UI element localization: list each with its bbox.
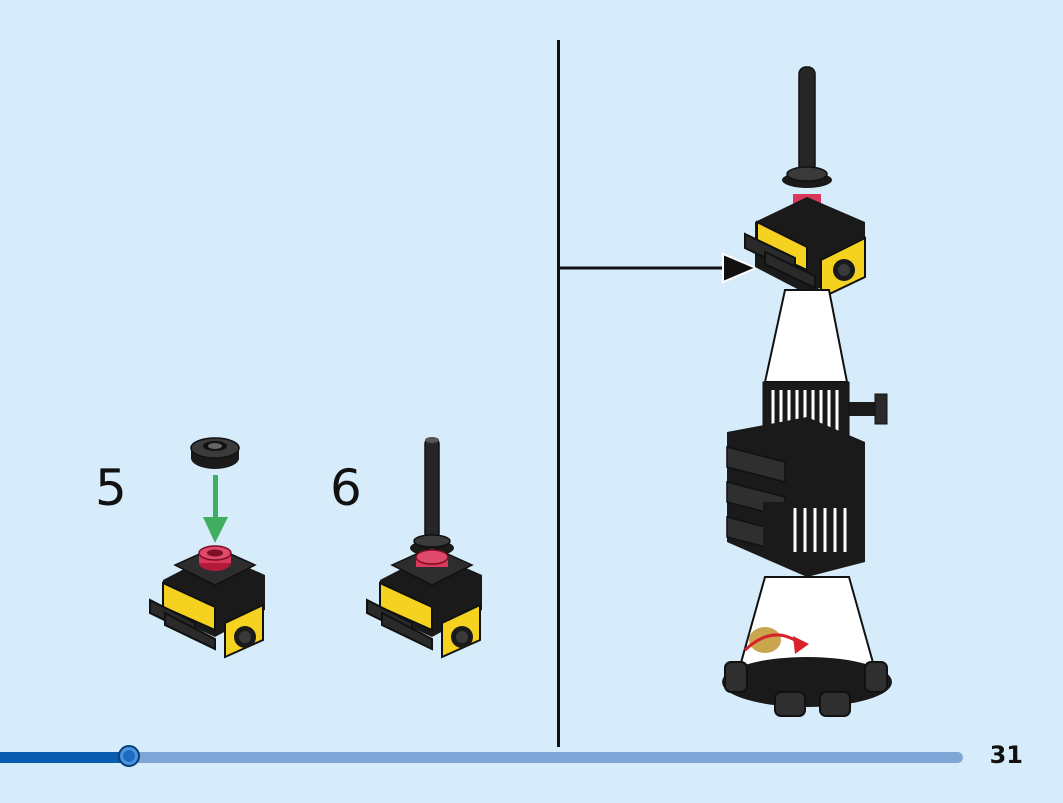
base-assembly xyxy=(366,546,482,659)
base-assembly xyxy=(149,545,265,659)
step-5-illustration xyxy=(149,437,265,659)
antenna-piece xyxy=(410,437,454,556)
callout-arrow-icon xyxy=(560,252,759,284)
rocket-model-illustration xyxy=(722,66,892,717)
round-plate-piece xyxy=(190,437,240,469)
space-logo-icon xyxy=(743,627,809,654)
step-divider xyxy=(557,40,560,747)
down-arrow-icon xyxy=(203,475,228,543)
step-6-number: 6 xyxy=(330,459,362,517)
page-number: 31 xyxy=(989,741,1023,769)
progress-fill xyxy=(0,752,129,763)
step-6-illustration xyxy=(366,437,482,659)
progress-knob xyxy=(118,745,140,767)
progress-bar xyxy=(0,745,963,767)
step-5-number: 5 xyxy=(95,459,127,517)
